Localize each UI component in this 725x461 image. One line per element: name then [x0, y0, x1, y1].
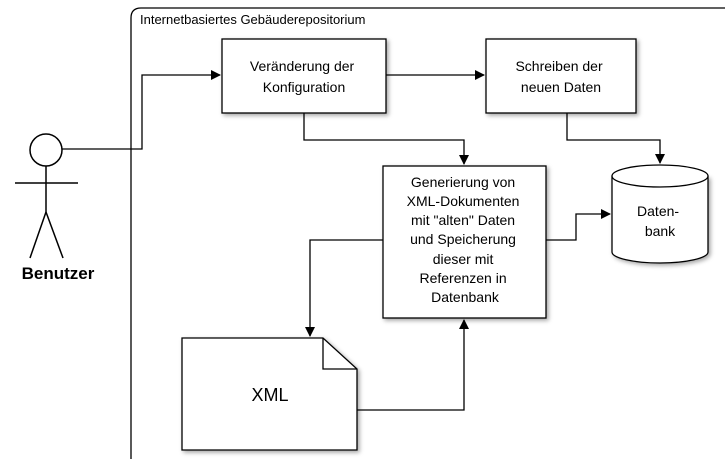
- node-write: Schreiben der neuen Daten: [485, 38, 637, 114]
- node-database-text: Daten- bank: [637, 203, 683, 239]
- node-write-line-1: Schreiben der: [515, 58, 603, 74]
- node-database-line-2: bank: [645, 223, 676, 239]
- node-generate-box: [382, 165, 547, 319]
- actor-benutzer: Benutzer: [15, 133, 95, 283]
- node-database-line-1: Daten-: [637, 203, 679, 219]
- node-generate-line-1: Generierung von: [411, 174, 515, 190]
- edge-generate-to-xml: [305, 239, 383, 337]
- edge-write-to-database: [566, 113, 665, 164]
- node-generate-line-2: XML-Dokumenten: [407, 193, 520, 209]
- node-write-line-2: neuen Daten: [521, 79, 601, 95]
- actor-right-leg: [45, 211, 64, 259]
- actor-label: Benutzer: [22, 264, 95, 283]
- node-config-text: Veränderung der Konfiguration: [250, 58, 358, 95]
- node-config-line-1: Veränderung der: [250, 58, 355, 74]
- connectors: [62, 70, 665, 411]
- node-generate-line-3: mit "alten" Daten: [411, 212, 515, 228]
- node-config: Veränderung der Konfiguration: [221, 38, 387, 114]
- edge-xml-to-generate: [357, 319, 469, 411]
- system-frame-title: Internetbasiertes Gebäuderepositorium: [140, 12, 365, 27]
- edge-generate-to-database: [546, 209, 611, 241]
- node-write-text: Schreiben der neuen Daten: [515, 58, 606, 95]
- database-icon: [611, 176, 709, 264]
- node-generate-line-4: und Speicherung: [410, 231, 516, 247]
- node-generate-line-6: Referenzen in: [419, 270, 506, 286]
- edge-actor-to-config: [62, 70, 221, 150]
- node-xml: XML: [181, 337, 358, 451]
- database-top: [611, 164, 709, 188]
- actor-left-leg: [29, 211, 47, 259]
- node-write-box: [485, 38, 637, 114]
- node-generate-text: Generierung von XML-Dokumenten mit "alte…: [407, 174, 524, 305]
- node-xml-label: XML: [251, 385, 288, 405]
- node-generate: Generierung von XML-Dokumenten mit "alte…: [382, 165, 547, 319]
- edge-config-to-generate: [303, 113, 469, 165]
- node-generate-line-7: Datenbank: [431, 289, 500, 305]
- node-config-box: [221, 38, 387, 114]
- node-generate-line-5: dieser mit: [433, 251, 494, 267]
- node-database: Daten- bank: [611, 164, 709, 264]
- document-fold: [322, 338, 357, 370]
- system-frame: Internetbasiertes Gebäuderepositorium: [130, 7, 725, 459]
- actor-head: [29, 133, 63, 167]
- node-config-line-2: Konfiguration: [263, 79, 346, 95]
